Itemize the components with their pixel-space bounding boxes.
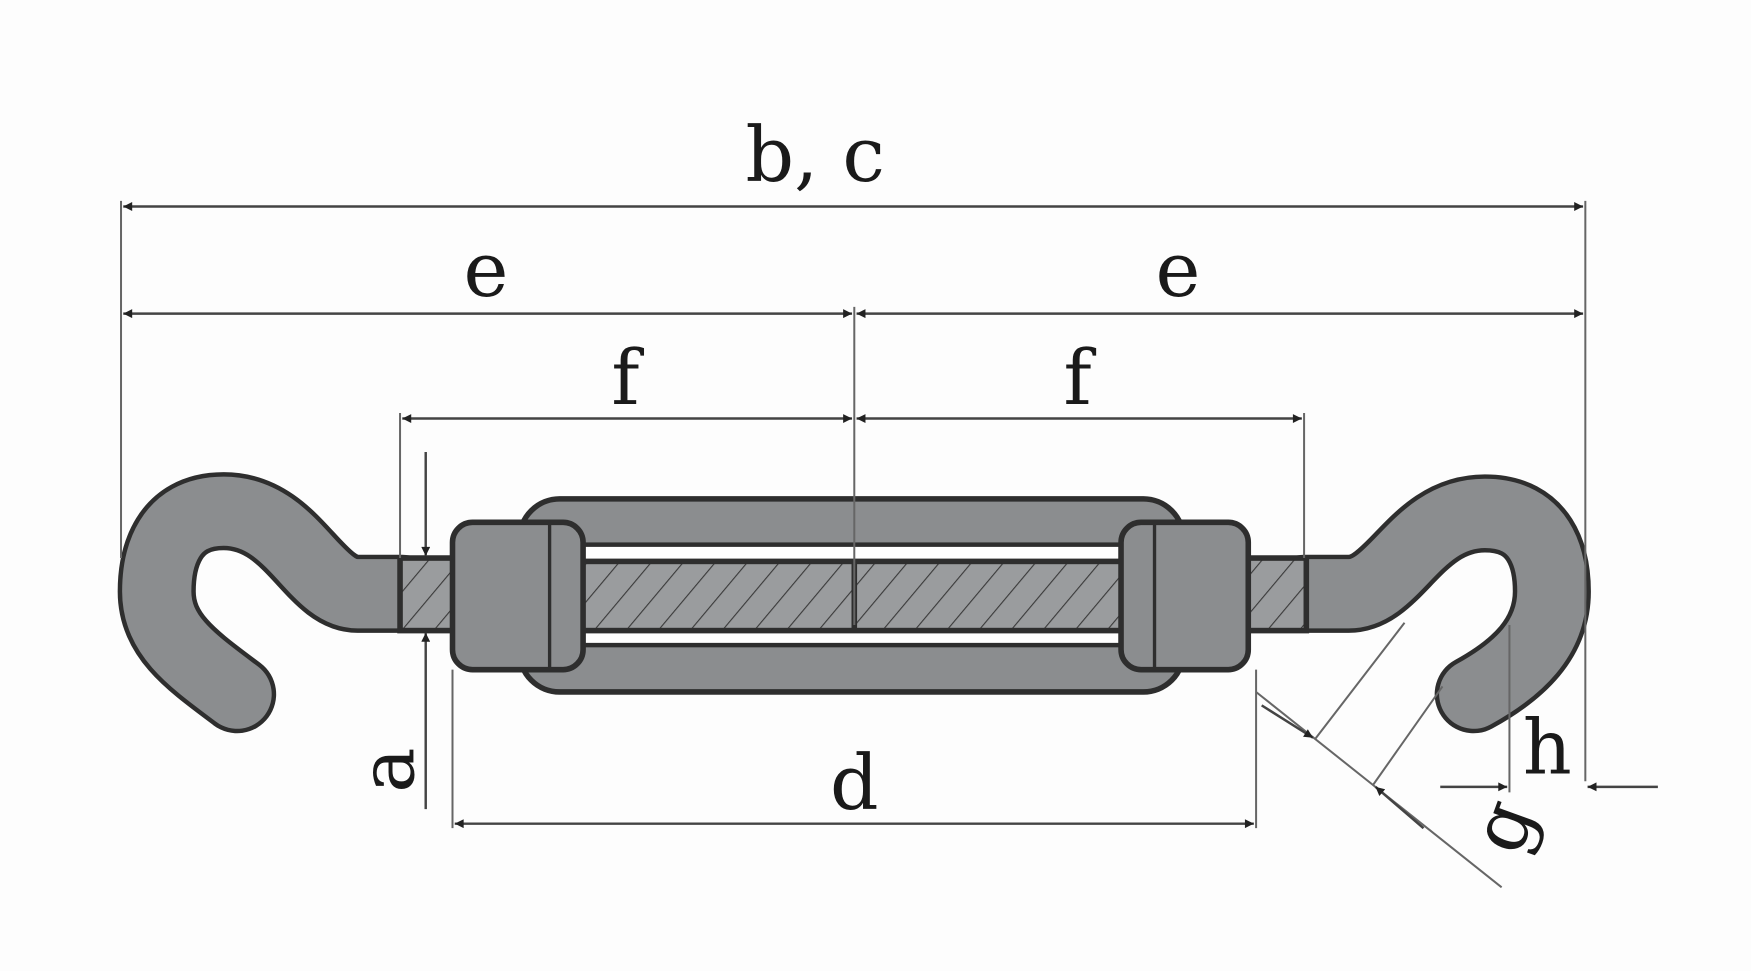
threaded-rod-left	[397, 555, 461, 634]
label-e-right: e	[1156, 226, 1201, 314]
dimension-a: a	[343, 452, 431, 810]
left-nut	[449, 519, 586, 673]
dimension-e: e e	[123, 226, 1584, 626]
dimension-f: f f	[399, 334, 1306, 559]
label-e-left: e	[464, 226, 509, 314]
label-d: d	[830, 739, 879, 827]
right-hook	[1265, 474, 1591, 734]
label-a: a	[343, 747, 431, 792]
label-f-right: f	[1063, 334, 1096, 422]
right-nut	[1118, 519, 1252, 673]
dimension-b-c: b, c	[120, 111, 1587, 782]
label-b-c: b, c	[746, 111, 885, 199]
left-hook	[117, 472, 442, 734]
dimension-h: h	[1440, 625, 1658, 793]
label-g: g	[1453, 788, 1552, 864]
dimension-d: d	[451, 669, 1258, 829]
turnbuckle-body	[516, 496, 1187, 695]
threaded-rod-right	[1243, 555, 1310, 634]
label-f-left: f	[611, 334, 644, 422]
label-h: h	[1523, 703, 1572, 791]
